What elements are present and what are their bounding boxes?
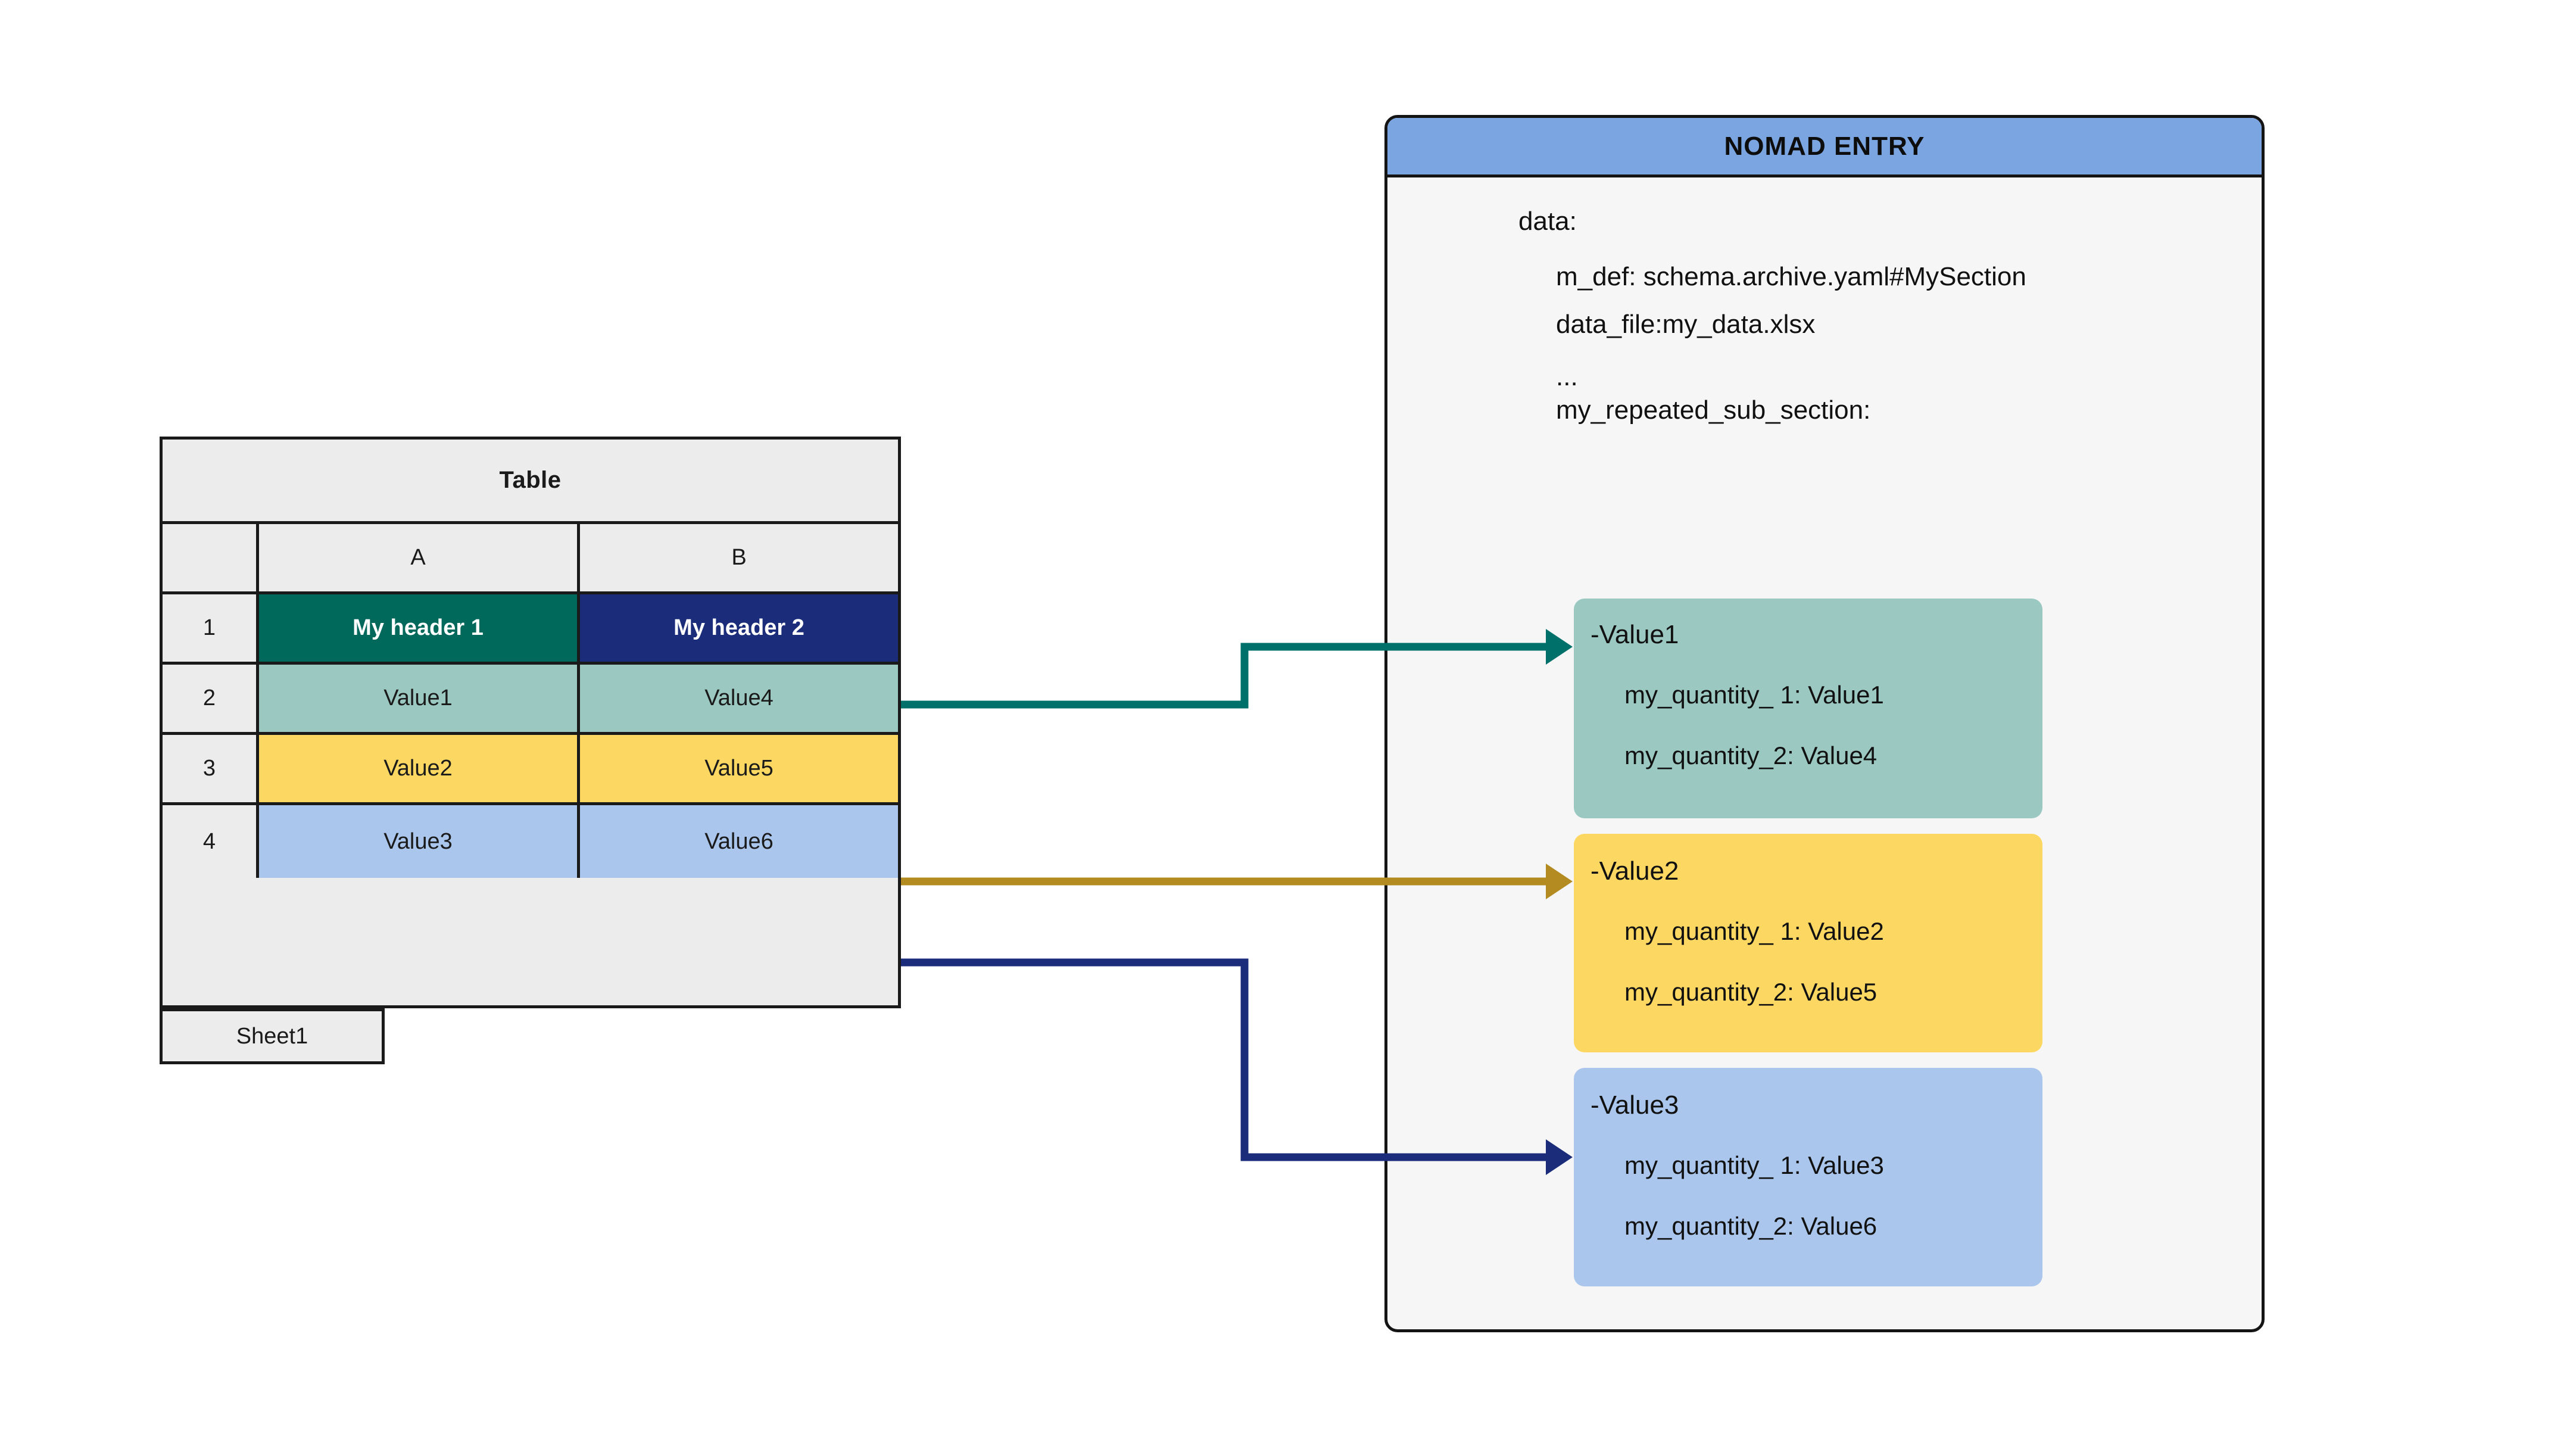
sheet-tab-label: Sheet1 [236, 1023, 308, 1049]
sheet-tab-sheet1[interactable]: Sheet1 [160, 1008, 385, 1064]
yaml-key-my-repeated-sub-section: my_repeated_sub_section: [1556, 395, 1871, 425]
row-number-4: 4 [163, 805, 259, 878]
subsection-quantity-1-value1: my_quantity_ 1: Value1 [1624, 681, 1884, 709]
nomad-entry-header: NOMAD ENTRY [1387, 118, 2262, 177]
cell-a1: My header 1 [259, 594, 580, 662]
table-title-row: Table [163, 440, 898, 524]
column-header-b: B [580, 524, 898, 591]
yaml-key-data: data: [1518, 207, 1577, 236]
subsection-block-value3: -Value3 my_quantity_ 1: Value3 my_quanti… [1574, 1068, 2042, 1286]
spreadsheet-table: Table A B 1 My header 1 My header 2 2 Va… [160, 437, 901, 1008]
yaml-key-m-def: m_def: schema.archive.yaml#MySection [1556, 262, 2026, 291]
table-row: 3 Value2 Value5 [163, 735, 898, 805]
table-title: Table [499, 467, 562, 493]
cell-b4: Value6 [580, 805, 898, 878]
subsection-title-value1: -Value1 [1590, 620, 1679, 649]
subsection-title-value3: -Value3 [1590, 1090, 1679, 1120]
subsection-block-value1: -Value1 my_quantity_ 1: Value1 my_quanti… [1574, 599, 2042, 818]
subsection-quantity-2-value3: my_quantity_2: Value6 [1624, 1212, 1878, 1240]
table-row: 1 My header 1 My header 2 [163, 594, 898, 665]
subsection-quantity-2-value1: my_quantity_2: Value4 [1624, 741, 1878, 769]
cell-a4: Value3 [259, 805, 580, 878]
row-number-1: 1 [163, 594, 259, 662]
column-header-row: A B [163, 524, 898, 594]
corner-cell [163, 524, 259, 591]
subsection-block-value2: -Value2 my_quantity_ 1: Value2 my_quanti… [1574, 834, 2042, 1052]
row-number-2: 2 [163, 665, 259, 732]
table-row: 4 Value3 Value6 [163, 805, 898, 878]
table-row: 2 Value1 Value4 [163, 665, 898, 735]
cell-b2: Value4 [580, 665, 898, 732]
subsection-title-value2: -Value2 [1590, 856, 1679, 886]
column-header-a: A [259, 524, 580, 591]
subsection-quantity-1-value3: my_quantity_ 1: Value3 [1624, 1151, 1884, 1179]
nomad-entry-panel: NOMAD ENTRY data: m_def: schema.archive.… [1384, 115, 2265, 1332]
subsection-quantity-2-value2: my_quantity_2: Value5 [1624, 978, 1878, 1006]
row-number-3: 3 [163, 735, 259, 802]
table-grid: A B 1 My header 1 My header 2 2 Value1 V… [163, 524, 898, 1005]
subsection-quantity-1-value2: my_quantity_ 1: Value2 [1624, 917, 1884, 945]
cell-b3: Value5 [580, 735, 898, 802]
nomad-entry-title: NOMAD ENTRY [1724, 131, 1925, 161]
cell-b1: My header 2 [580, 594, 898, 662]
nomad-entry-body: data: m_def: schema.archive.yaml#MySecti… [1387, 177, 2262, 1329]
cell-a2: Value1 [259, 665, 580, 732]
cell-a3: Value2 [259, 735, 580, 802]
yaml-key-data-file: data_file:my_data.xlsx [1556, 310, 1816, 339]
yaml-ellipsis: ... [1556, 362, 1578, 391]
